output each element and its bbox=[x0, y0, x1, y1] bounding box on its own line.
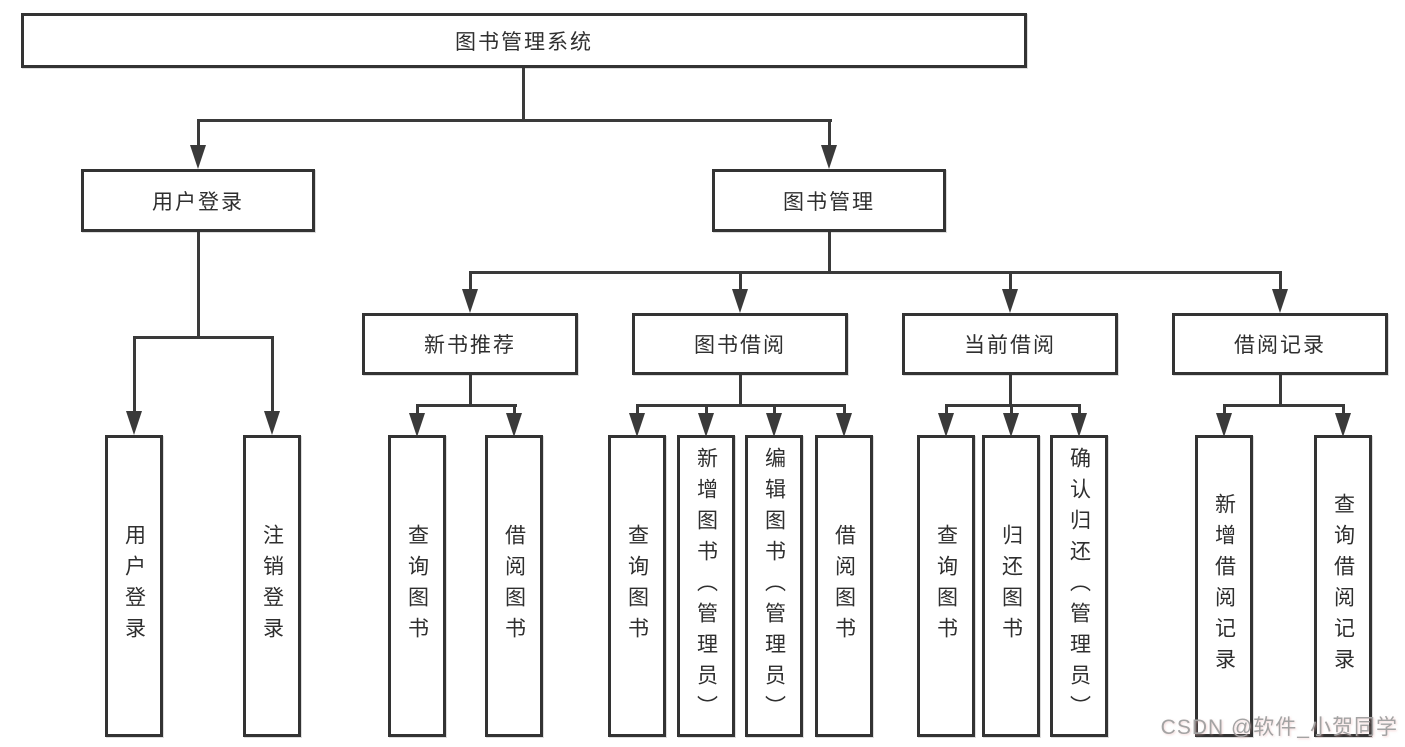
arrowhead-down-icon bbox=[462, 289, 478, 313]
arrowhead-down-icon bbox=[732, 289, 748, 313]
node-label: 新增图书（管理员） bbox=[694, 446, 718, 726]
arrowhead-down-icon bbox=[1335, 413, 1351, 437]
leaf-logout: 注销登录 bbox=[243, 435, 301, 737]
leaf-query-borrow-record: 查询借阅记录 bbox=[1314, 435, 1372, 737]
arrowhead-down-icon bbox=[821, 145, 837, 169]
connector-line bbox=[133, 336, 274, 339]
node-borrowing-records: 借阅记录 bbox=[1172, 313, 1388, 375]
connector-line bbox=[416, 404, 419, 418]
arrowhead-down-icon bbox=[264, 411, 280, 435]
connector-line bbox=[1009, 271, 1012, 293]
leaf-borrow-books: 借阅图书 bbox=[815, 435, 873, 737]
leaf-confirm-return-admin: 确认归还（管理员） bbox=[1050, 435, 1108, 737]
arrowhead-down-icon bbox=[629, 413, 645, 437]
connector-line bbox=[1223, 404, 1226, 418]
connector-line bbox=[636, 404, 639, 418]
leaf-borrow-books-recommend: 借阅图书 bbox=[485, 435, 543, 737]
connector-line bbox=[828, 119, 831, 151]
node-label: 新增借阅记录 bbox=[1212, 493, 1236, 679]
connector-line bbox=[469, 271, 1282, 274]
connector-line bbox=[828, 232, 831, 274]
connector-line bbox=[416, 404, 517, 407]
node-label: 新书推荐 bbox=[424, 334, 516, 357]
connector-line bbox=[945, 404, 948, 418]
node-label: 查询图书 bbox=[625, 524, 649, 648]
connector-line bbox=[513, 404, 516, 418]
leaf-user-login: 用户登录 bbox=[105, 435, 163, 737]
connector-line bbox=[1009, 375, 1012, 407]
connector-line bbox=[1223, 404, 1345, 407]
node-current-borrowing: 当前借阅 bbox=[902, 313, 1118, 375]
node-label: 编辑图书（管理员） bbox=[762, 446, 786, 726]
leaf-return-books: 归还图书 bbox=[982, 435, 1040, 737]
node-label: 当前借阅 bbox=[964, 334, 1056, 357]
connector-line bbox=[1010, 404, 1013, 418]
arrowhead-down-icon bbox=[1272, 289, 1288, 313]
connector-line bbox=[197, 119, 200, 151]
arrowhead-down-icon bbox=[1003, 413, 1019, 437]
node-label: 图书管理系统 bbox=[455, 30, 593, 54]
connector-line bbox=[1279, 271, 1282, 293]
leaf-query-books-recommend: 查询图书 bbox=[388, 435, 446, 737]
node-book-management: 图书管理 bbox=[712, 169, 946, 232]
connector-line bbox=[636, 404, 846, 407]
connector-line bbox=[705, 404, 708, 418]
leaf-edit-books-admin: 编辑图书（管理员） bbox=[745, 435, 803, 737]
connector-line bbox=[271, 336, 274, 416]
connector-line bbox=[1078, 404, 1081, 418]
connector-line bbox=[1279, 375, 1282, 407]
connector-line bbox=[469, 271, 472, 293]
node-label: 借阅图书 bbox=[502, 524, 526, 648]
connector-line bbox=[133, 336, 136, 416]
leaf-query-books-borrowing: 查询图书 bbox=[608, 435, 666, 737]
arrowhead-down-icon bbox=[1002, 289, 1018, 313]
node-label: 用户登录 bbox=[122, 524, 146, 648]
node-label: 借阅图书 bbox=[832, 524, 856, 648]
node-label: 归还图书 bbox=[999, 524, 1023, 648]
connector-line bbox=[773, 404, 776, 418]
arrowhead-down-icon bbox=[766, 413, 782, 437]
node-label: 注销登录 bbox=[260, 524, 284, 648]
arrowhead-down-icon bbox=[126, 411, 142, 435]
arrowhead-down-icon bbox=[506, 413, 522, 437]
connector-line bbox=[197, 232, 200, 339]
leaf-add-borrow-record: 新增借阅记录 bbox=[1195, 435, 1253, 737]
node-label: 确认归还（管理员） bbox=[1067, 446, 1091, 726]
node-label: 查询借阅记录 bbox=[1331, 493, 1355, 679]
connector-line bbox=[945, 404, 1081, 407]
arrowhead-down-icon bbox=[1071, 413, 1087, 437]
connector-line bbox=[469, 375, 472, 407]
arrowhead-down-icon bbox=[1216, 413, 1232, 437]
node-label: 查询图书 bbox=[934, 524, 958, 648]
connector-line bbox=[739, 375, 742, 407]
connector-line bbox=[1342, 404, 1345, 418]
node-label: 图书借阅 bbox=[694, 334, 786, 357]
arrowhead-down-icon bbox=[190, 145, 206, 169]
connector-line bbox=[739, 271, 742, 293]
node-label: 借阅记录 bbox=[1234, 334, 1326, 357]
node-book-borrowing: 图书借阅 bbox=[632, 313, 848, 375]
connector-line bbox=[843, 404, 846, 418]
node-library-management-system: 图书管理系统 bbox=[21, 13, 1027, 68]
connector-line bbox=[522, 68, 525, 122]
connector-line bbox=[197, 119, 832, 122]
arrowhead-down-icon bbox=[938, 413, 954, 437]
node-label: 查询图书 bbox=[405, 524, 429, 648]
leaf-add-books-admin: 新增图书（管理员） bbox=[677, 435, 735, 737]
node-label: 图书管理 bbox=[783, 190, 875, 214]
arrowhead-down-icon bbox=[698, 413, 714, 437]
csdn-watermark: CSDN @软件_小贺同学 bbox=[1160, 716, 1398, 739]
node-new-book-recommendation: 新书推荐 bbox=[362, 313, 578, 375]
leaf-query-books-current: 查询图书 bbox=[917, 435, 975, 737]
node-user-login: 用户登录 bbox=[81, 169, 315, 232]
arrowhead-down-icon bbox=[409, 413, 425, 437]
node-label: 用户登录 bbox=[152, 190, 244, 214]
arrowhead-down-icon bbox=[836, 413, 852, 437]
